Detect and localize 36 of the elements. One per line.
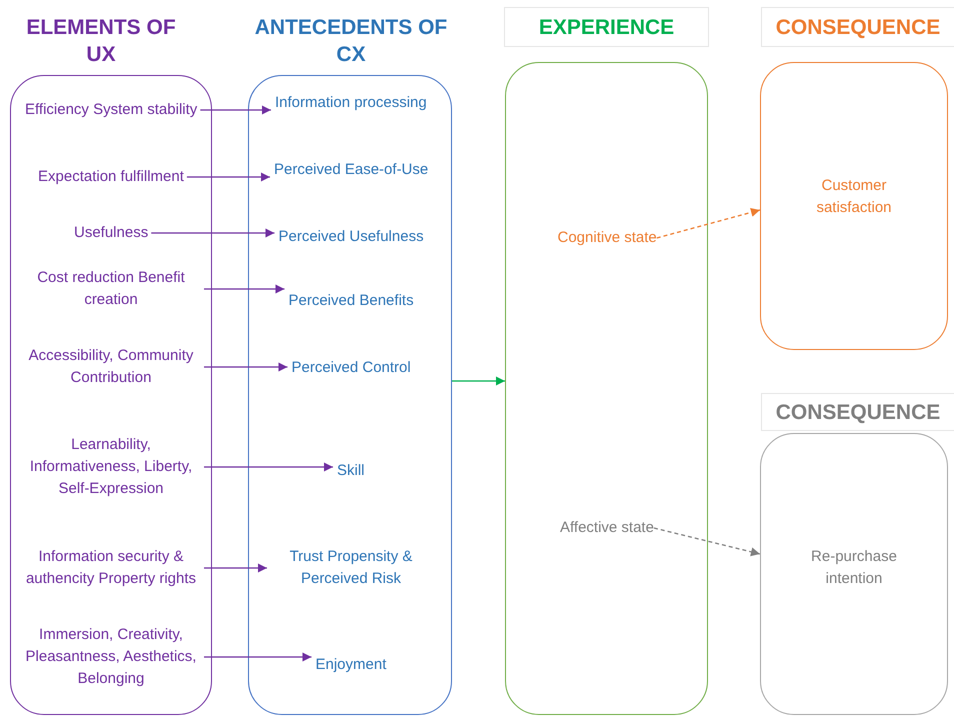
factor-text: Skill — [337, 460, 365, 482]
factor-text: Cost reduction Benefit creation — [21, 267, 201, 311]
factor-text: Expectation fulfillment — [38, 166, 184, 188]
column-heading: CONSEQUENCE — [761, 7, 954, 47]
factor-text: Efficiency System stability — [25, 99, 198, 121]
arrow — [200, 105, 271, 115]
arrow — [204, 362, 288, 372]
arrow — [204, 284, 284, 294]
factor-text: Cognitive state — [558, 227, 657, 249]
column-heading: EXPERIENCE — [504, 7, 709, 47]
arrow — [656, 208, 760, 239]
column-heading: ANTECEDENTS OF CX — [254, 15, 448, 68]
factor-text: Perceived Control — [292, 357, 411, 379]
factor-text: Perceived Ease-of-Use — [274, 159, 428, 181]
factor-text: Accessibility, Community Contribution — [21, 345, 201, 389]
arrow — [452, 376, 505, 386]
factor-text: Affective state — [560, 517, 654, 539]
factor-text: Enjoyment — [316, 654, 386, 676]
factor-text: Information security & authencity Property rights — [21, 546, 201, 590]
factor-text: Trust Propensity & Perceived Risk — [271, 546, 431, 590]
factor-text: Perceived Usefulness — [278, 226, 424, 248]
factor-text: Perceived Benefits — [288, 290, 414, 312]
arrow — [654, 527, 760, 556]
arrow — [151, 228, 274, 238]
box-text: Customer satisfaction — [815, 176, 893, 218]
column-heading: CONSEQUENCE — [761, 393, 954, 431]
arrow — [204, 563, 267, 573]
arrow — [204, 652, 312, 662]
factor-text: Immersion, Creativity, Pleasantness, Aesthetics, Belonging — [21, 624, 201, 690]
factor-text: Information processing — [275, 92, 427, 114]
factor-text: Usefulness — [74, 222, 148, 244]
factor-text: Learnability, Informativeness, Liberty, Self-Expression — [21, 434, 201, 500]
box-text: Re-purchase intention — [810, 547, 898, 589]
column-heading: ELEMENTS OF UX — [25, 15, 177, 68]
arrow — [204, 462, 333, 472]
arrow — [186, 172, 270, 182]
